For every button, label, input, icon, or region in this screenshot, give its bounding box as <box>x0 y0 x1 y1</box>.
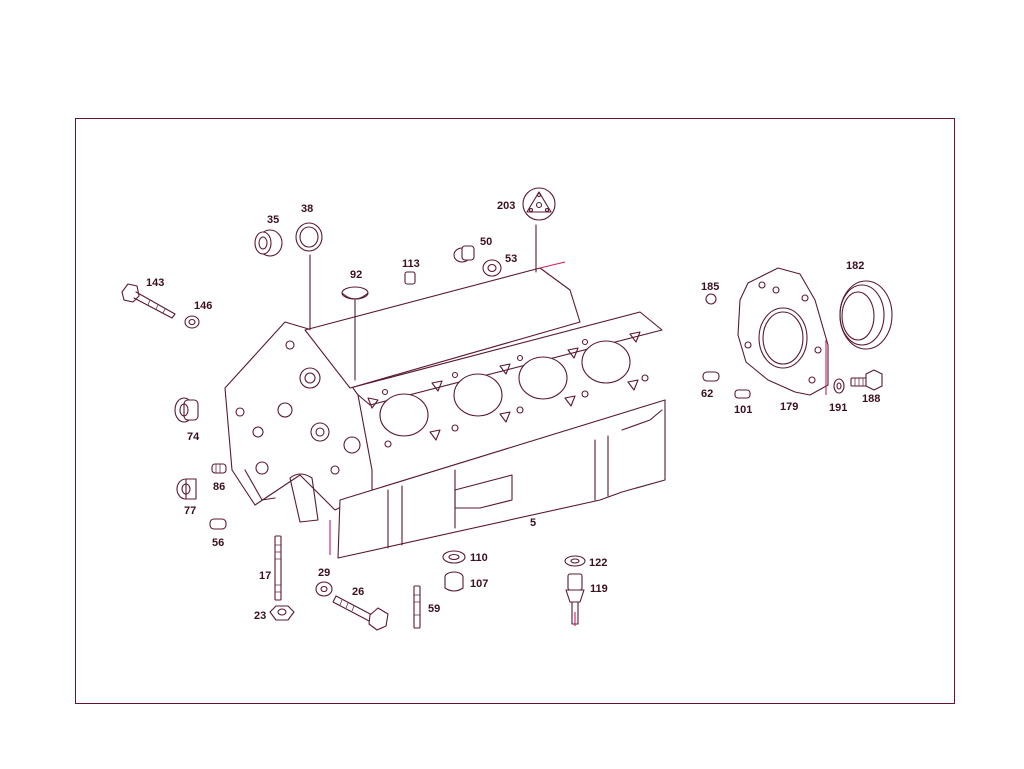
part-74-plug[interactable] <box>174 397 199 423</box>
label-146: 146 <box>194 300 212 312</box>
label-62: 62 <box>701 388 713 400</box>
label-113: 113 <box>402 258 420 270</box>
label-50: 50 <box>480 236 492 248</box>
label-53: 53 <box>505 253 517 265</box>
label-182: 182 <box>846 260 864 272</box>
label-191: 191 <box>829 402 847 414</box>
label-203: 203 <box>497 200 515 212</box>
part-26-bolt[interactable] <box>332 595 389 631</box>
part-185-plug[interactable] <box>705 293 717 305</box>
label-110: 110 <box>470 552 488 564</box>
label-86: 86 <box>213 481 225 493</box>
part-23-nut[interactable] <box>269 605 295 621</box>
part-113-dowel[interactable] <box>404 271 416 285</box>
part-35-seal[interactable] <box>254 229 283 257</box>
part-92-cap[interactable] <box>341 286 369 300</box>
label-188: 188 <box>862 393 880 405</box>
cylinder-bores <box>367 331 649 448</box>
label-23: 23 <box>254 610 266 622</box>
label-101: 101 <box>734 404 752 416</box>
part-110-washer[interactable] <box>442 550 466 564</box>
part-50-plug[interactable] <box>453 245 475 263</box>
label-29: 29 <box>318 567 330 579</box>
part-107-plug[interactable] <box>444 571 464 592</box>
part-203-cover[interactable] <box>522 187 556 221</box>
part-53-ring[interactable] <box>482 259 502 277</box>
label-35: 35 <box>267 214 279 226</box>
label-17: 17 <box>259 570 271 582</box>
label-92: 92 <box>350 269 362 281</box>
label-185: 185 <box>701 281 719 293</box>
part-17-stud[interactable] <box>274 535 282 601</box>
label-26: 26 <box>352 586 364 598</box>
part-191-washer[interactable] <box>833 378 845 394</box>
part-188-bolt[interactable] <box>850 369 883 391</box>
label-74: 74 <box>187 431 200 443</box>
part-62-dowel[interactable] <box>702 371 720 382</box>
label-59: 59 <box>428 603 440 615</box>
label-119: 119 <box>590 583 608 595</box>
label-107: 107 <box>470 578 488 590</box>
part-86-stud[interactable] <box>211 463 227 474</box>
label-38: 38 <box>301 203 313 215</box>
part-77-sleeve[interactable] <box>176 478 197 500</box>
part-labels: 5 17 23 26 29 35 38 50 53 56 59 62 74 77… <box>146 200 880 622</box>
label-122: 122 <box>589 557 607 569</box>
part-146-washer[interactable] <box>184 315 200 329</box>
label-5: 5 <box>530 517 536 529</box>
part-56-dowel[interactable] <box>209 518 227 530</box>
label-56: 56 <box>212 537 224 549</box>
part-179-rear-cover[interactable] <box>737 267 829 396</box>
part-143-bolt[interactable] <box>121 283 176 319</box>
part-182-seal[interactable] <box>839 280 893 350</box>
part-122-washer[interactable] <box>564 555 586 567</box>
label-143: 143 <box>146 277 164 289</box>
diagram-frame <box>75 118 955 704</box>
part-119-sensor[interactable] <box>565 573 585 626</box>
engine-block[interactable] <box>224 261 666 559</box>
part-38-oring[interactable] <box>295 222 323 252</box>
part-101-dowel[interactable] <box>734 389 751 399</box>
label-77: 77 <box>184 505 196 517</box>
label-179: 179 <box>780 401 798 413</box>
part-29-washer[interactable] <box>315 581 333 597</box>
part-59-stud[interactable] <box>413 585 421 629</box>
